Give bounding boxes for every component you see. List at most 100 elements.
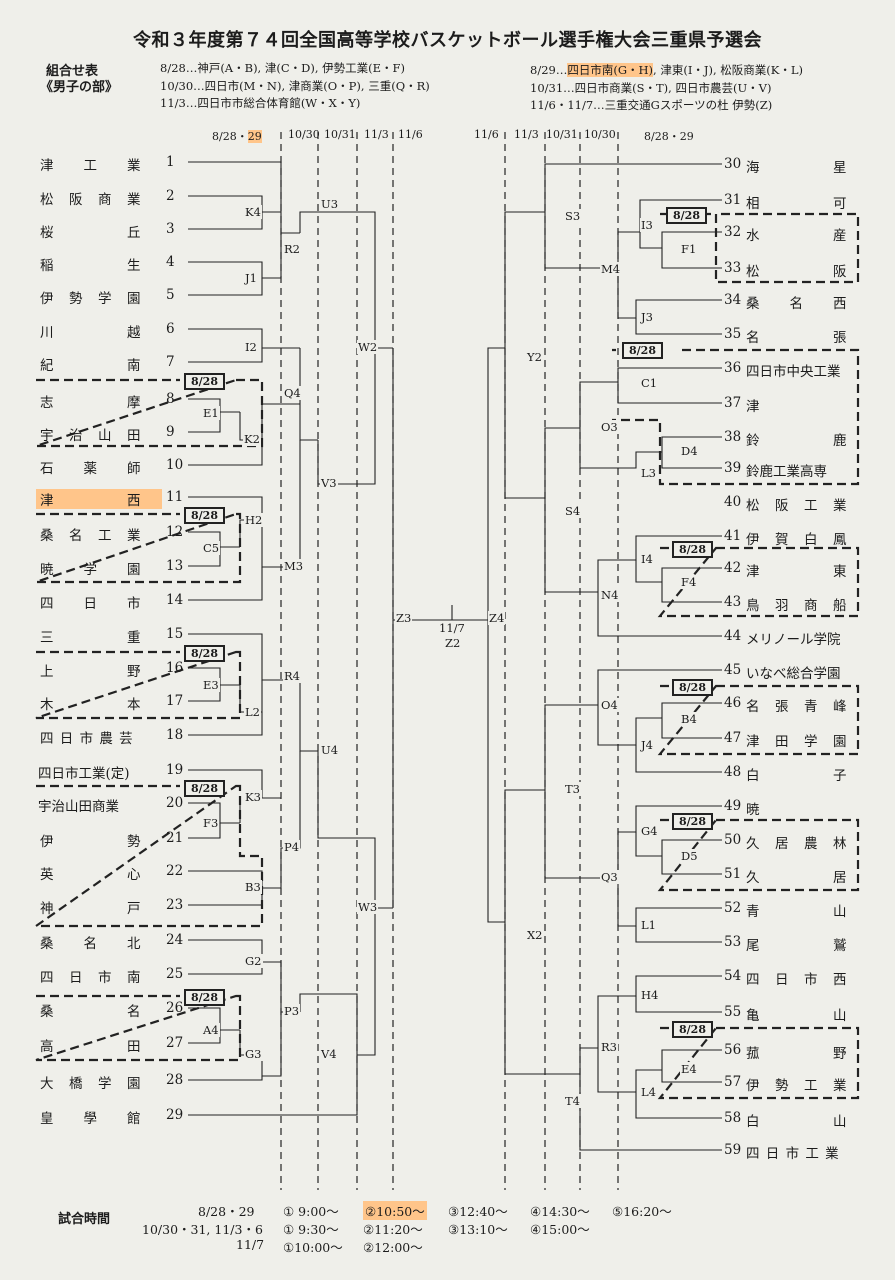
node-label: I4 bbox=[640, 552, 654, 566]
team-left-num: 10 bbox=[166, 457, 184, 473]
match-time-slot: ① 9:30～ bbox=[283, 1222, 339, 1237]
node-label: B3 bbox=[244, 880, 262, 894]
node-label: I2 bbox=[244, 340, 258, 354]
match-time-date: 10/30・31, 11/3・6 bbox=[142, 1222, 263, 1237]
team-left-name: 高 田 bbox=[40, 1039, 142, 1055]
team-right-name: 松 阪 工 業 bbox=[746, 498, 848, 514]
date-badge: 8/28 bbox=[184, 780, 225, 797]
team-left-num: 13 bbox=[166, 558, 184, 574]
node-label: K4 bbox=[244, 205, 262, 219]
node-label: J3 bbox=[640, 310, 654, 324]
team-left-num: 1 bbox=[166, 154, 175, 170]
node-label: L3 bbox=[640, 466, 657, 480]
team-left-name: 英 心 bbox=[40, 867, 142, 883]
subheading-division: 《男子の部》 bbox=[40, 80, 119, 95]
team-left-num: 26 bbox=[166, 1000, 184, 1016]
node-label: C5 bbox=[202, 541, 221, 555]
team-left-name: 稲 生 bbox=[40, 258, 142, 274]
team-left-name: 志 摩 bbox=[40, 395, 142, 411]
team-right-num: 46 bbox=[724, 695, 742, 711]
team-right-num: 33 bbox=[724, 260, 742, 276]
team-left-num: 2 bbox=[166, 188, 175, 204]
team-left-num: 24 bbox=[166, 932, 184, 948]
node-label: U3 bbox=[320, 197, 340, 211]
node-label: L4 bbox=[640, 1085, 657, 1099]
team-left-name: 四 日 市 南 bbox=[40, 970, 142, 986]
team-right-num: 53 bbox=[724, 934, 742, 950]
node-label: X2 bbox=[526, 928, 544, 942]
team-right-name: 青 山 bbox=[746, 904, 848, 920]
node-label: J1 bbox=[244, 271, 258, 285]
schedule-right-3: 11/6・11/7…三重交通Gスポーツの杜 伊勢(Z) bbox=[530, 98, 773, 112]
match-time-slot: ④14:30～ bbox=[530, 1204, 590, 1219]
team-right-name: 久 居 農 林 bbox=[746, 836, 848, 852]
node-label: V4 bbox=[320, 1047, 338, 1061]
match-time-slot: ④15:00～ bbox=[530, 1222, 590, 1237]
team-right-num: 30 bbox=[724, 156, 742, 172]
team-right-name: 白 山 bbox=[746, 1114, 848, 1130]
node-label: G2 bbox=[244, 954, 263, 968]
team-right-name: 久 居 bbox=[746, 870, 848, 886]
node-label: R4 bbox=[283, 669, 301, 683]
team-right-name: 四日市中央工業 bbox=[746, 364, 841, 380]
date-badge: 8/28 bbox=[184, 507, 225, 524]
team-right-num: 58 bbox=[724, 1110, 742, 1126]
date-badge: 8/28 bbox=[672, 679, 713, 696]
team-left-name: 四 日 市 農 芸 bbox=[40, 731, 134, 747]
node-label: I3 bbox=[640, 218, 654, 232]
match-time-slot: ⑤16:20～ bbox=[612, 1204, 672, 1219]
team-left-num: 28 bbox=[166, 1072, 184, 1088]
team-left-num: 15 bbox=[166, 626, 184, 642]
team-right-num: 40 bbox=[724, 494, 742, 510]
date-badge: 8/28 bbox=[672, 1021, 713, 1038]
date-badge: 8/28 bbox=[184, 645, 225, 662]
node-label: U4 bbox=[320, 743, 340, 757]
node-label: E1 bbox=[202, 406, 220, 420]
node-label: F4 bbox=[680, 575, 698, 589]
team-right-name: 白 子 bbox=[746, 768, 848, 784]
node-label: W2 bbox=[357, 340, 379, 354]
date-header-left-0: 8/28・29 bbox=[212, 130, 262, 143]
team-right-num: 44 bbox=[724, 628, 742, 644]
node-label: S3 bbox=[564, 209, 582, 223]
match-time-slot: ①10:00～ bbox=[283, 1240, 343, 1255]
node-label: G3 bbox=[244, 1047, 263, 1061]
team-right-name: 鈴 鹿 bbox=[746, 433, 848, 449]
date-header-right-4: 8/28・29 bbox=[644, 130, 694, 143]
team-left-num: 18 bbox=[166, 727, 184, 743]
team-left-name: 四 日 市 bbox=[40, 596, 142, 612]
team-right-num: 55 bbox=[724, 1004, 742, 1020]
date-badge: 8/28 bbox=[184, 989, 225, 1006]
team-left-name: 松 阪 商 業 bbox=[40, 192, 142, 208]
team-right-name: 名 張 青 峰 bbox=[746, 699, 848, 715]
team-right-name: 相 可 bbox=[746, 196, 848, 212]
node-label: K3 bbox=[244, 790, 262, 804]
node-label: P4 bbox=[283, 840, 301, 854]
team-right-name: 菰 野 bbox=[746, 1046, 848, 1062]
team-right-name: 名 張 bbox=[746, 330, 848, 346]
team-right-num: 50 bbox=[724, 832, 742, 848]
final-node-label: Z2 bbox=[444, 636, 462, 650]
team-left-name: 四日市工業(定) bbox=[38, 766, 130, 782]
team-right-num: 36 bbox=[724, 360, 742, 376]
team-right-name: 亀 山 bbox=[746, 1008, 848, 1024]
node-label: H4 bbox=[640, 988, 660, 1002]
node-label: O3 bbox=[600, 420, 619, 434]
team-left-num: 27 bbox=[166, 1035, 184, 1051]
node-label: S4 bbox=[564, 504, 582, 518]
node-label: T4 bbox=[564, 1094, 581, 1108]
team-left-num: 20 bbox=[166, 795, 184, 811]
team-left-num: 21 bbox=[166, 830, 184, 846]
team-right-num: 41 bbox=[724, 528, 742, 544]
team-left-name: 石 薬 師 bbox=[40, 461, 142, 477]
node-label: R3 bbox=[600, 1040, 618, 1054]
team-right-name: 伊 賀 白 鳳 bbox=[746, 532, 848, 548]
team-left-name: 暁 学 園 bbox=[40, 562, 142, 578]
node-label: B4 bbox=[680, 712, 698, 726]
team-left-name: 宇治山田商業 bbox=[38, 799, 119, 815]
match-time-slot-highlighted: ②10:50～ bbox=[363, 1201, 427, 1220]
team-left-name: 伊 勢 bbox=[40, 834, 142, 850]
team-right-name: 暁 bbox=[746, 802, 848, 818]
node-label: M4 bbox=[600, 262, 622, 276]
team-left-num: 16 bbox=[166, 660, 184, 676]
